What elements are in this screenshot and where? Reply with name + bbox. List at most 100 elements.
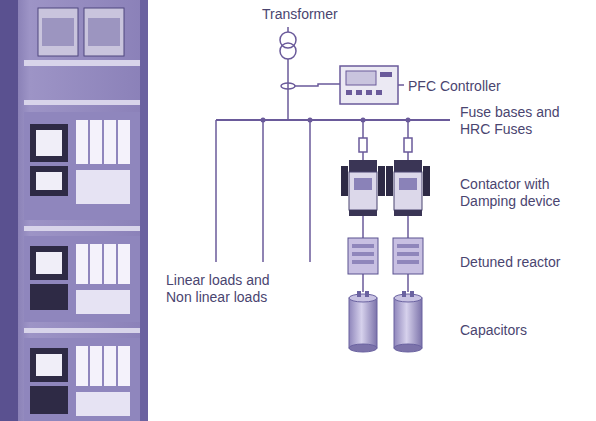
capacitor-symbol — [357, 291, 361, 297]
panel-photo — [42, 18, 74, 46]
capacitor-symbol — [349, 298, 377, 348]
reactor-symbol — [397, 244, 419, 248]
capacitor-symbol — [410, 291, 414, 297]
panel-photo — [30, 348, 68, 382]
capacitor-symbol — [349, 291, 422, 352]
panel-photo — [104, 346, 116, 386]
panel-photo — [104, 244, 116, 284]
busbar — [216, 119, 450, 121]
panel-photo — [36, 130, 62, 156]
panel-photo — [24, 236, 140, 322]
current-transformer — [281, 83, 295, 89]
panel-photo — [30, 166, 68, 196]
branch-wires — [407, 274, 409, 292]
transformer-label: Transformer — [262, 6, 338, 23]
panel-photo — [84, 8, 124, 56]
pfc-controller-device — [340, 66, 398, 104]
panel-photo — [30, 386, 68, 414]
fuse-symbol — [359, 138, 367, 152]
panel-photo — [140, 0, 148, 421]
contactor-symbol — [386, 166, 393, 196]
panel-photo — [30, 284, 68, 310]
panel-photo — [90, 120, 102, 164]
contactor-symbol — [399, 178, 417, 190]
panel-photo — [24, 60, 140, 66]
controller-label: PFC Controller — [408, 78, 501, 95]
panel-photo — [24, 100, 140, 105]
reactor-symbol — [352, 244, 374, 248]
current-transformer — [281, 83, 340, 89]
contactor-symbol — [378, 166, 385, 196]
branch-wires — [362, 152, 364, 160]
pfc-controller-device — [398, 84, 404, 86]
panel-photo — [30, 246, 68, 280]
panel-photo — [118, 244, 130, 284]
junction-dots — [308, 118, 313, 123]
transformer-symbol — [280, 27, 296, 120]
panel-photo — [76, 244, 88, 284]
pfc-controller-device — [346, 90, 352, 95]
fuse-symbol — [359, 138, 412, 152]
panel-photo — [0, 0, 148, 421]
panel-photo — [104, 120, 116, 164]
capacitor-symbol — [394, 298, 422, 348]
transformer-symbol — [280, 43, 296, 59]
contactor-symbol — [349, 210, 377, 216]
load-feeders — [216, 120, 310, 262]
panel-photo — [76, 120, 88, 164]
contactor-symbol — [341, 160, 430, 216]
panel-photo — [36, 354, 62, 376]
reactor-symbol — [352, 252, 374, 256]
fuse-label: Fuse bases and HRC Fuses — [460, 104, 584, 138]
pfc-controller-device — [366, 90, 372, 95]
capacitor-symbol — [402, 291, 406, 297]
panel-photo — [0, 0, 148, 421]
fuse-symbol — [404, 138, 412, 152]
branch-wires — [407, 120, 409, 138]
panel-photo — [30, 124, 68, 162]
contactor-symbol — [349, 172, 377, 210]
capacitor-symbol — [365, 291, 369, 297]
panel-photo — [118, 120, 130, 164]
contactor-label: Contactor with Damping device — [460, 176, 584, 210]
contactor-symbol — [354, 178, 372, 190]
branch-wires — [407, 152, 409, 160]
reactor-symbol — [397, 260, 419, 264]
contactor-symbol — [394, 172, 422, 210]
pfc-controller-device — [376, 90, 382, 95]
contactor-symbol — [394, 160, 422, 172]
panel-photo — [118, 346, 130, 386]
junction-dots — [261, 118, 266, 123]
branch-wires — [362, 120, 364, 138]
reactor-symbol — [393, 238, 423, 274]
load-feeders — [262, 120, 264, 262]
pfc-controller-device — [380, 72, 392, 77]
capacitor-symbol — [394, 344, 422, 352]
panel-photo — [24, 338, 140, 421]
capacitor-symbol — [349, 294, 377, 302]
panel-photo — [24, 226, 140, 231]
pfc-controller-device — [356, 90, 362, 95]
reactor-symbol — [348, 238, 423, 274]
contactor-symbol — [349, 160, 377, 172]
panel-photo — [76, 392, 130, 416]
capacitor-symbol — [349, 344, 377, 352]
reactor-symbol — [397, 252, 419, 256]
panel-photo — [90, 346, 102, 386]
panel-photo — [88, 18, 120, 46]
pfc-controller-device — [340, 66, 404, 104]
capacitor-label: Capacitors — [460, 322, 527, 339]
reactor-label: Detuned reactor — [460, 254, 560, 271]
contactor-symbol — [394, 210, 422, 216]
loads-label: Linear loads and Non linear loads — [166, 272, 290, 306]
panel-photo — [90, 244, 102, 284]
reactor-symbol — [348, 238, 378, 274]
panel-photo — [76, 290, 130, 314]
branch-wires — [362, 274, 364, 292]
panel-photo — [36, 172, 62, 190]
panel-photo — [76, 346, 88, 386]
branch-wires — [362, 216, 364, 238]
panel-photo — [24, 328, 140, 333]
